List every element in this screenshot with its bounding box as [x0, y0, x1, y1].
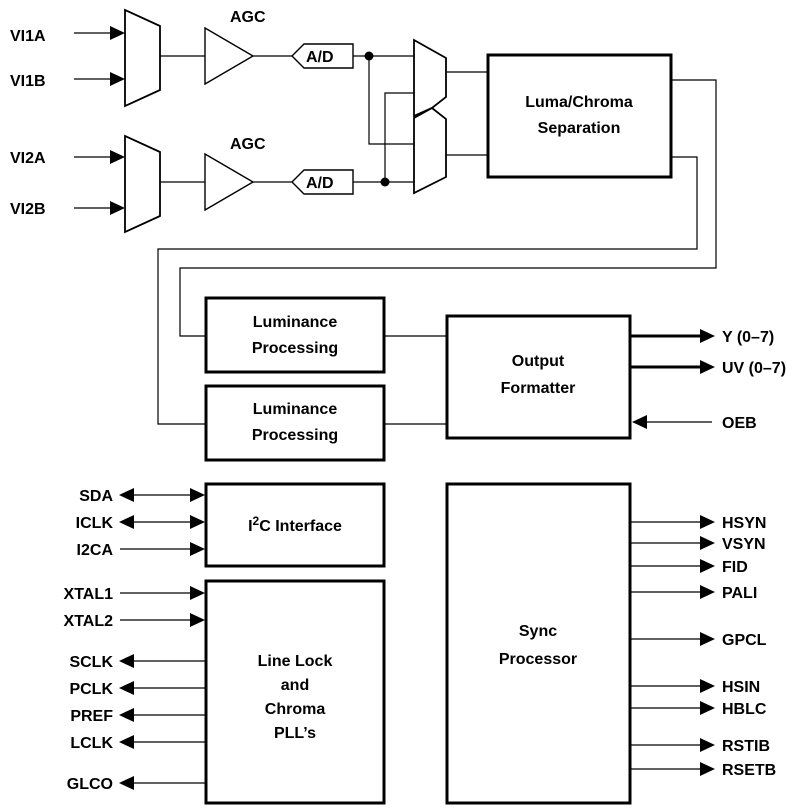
luminance-2-label-line1: Luminance: [253, 401, 338, 418]
signal-label-fid: FID: [722, 559, 748, 576]
luminance-processing-block-2: [204, 384, 386, 462]
luma-chroma-label-line2: Separation: [538, 120, 621, 137]
signal-label-hsyn: HSYN: [722, 515, 766, 532]
output-formatter-label-line1: Output: [512, 353, 565, 370]
ad-label-2: A/D: [306, 175, 334, 192]
agc-amplifier-2: [204, 152, 255, 212]
output-arrow-gpcl: [630, 632, 715, 646]
output-label-oeb: OEB: [722, 415, 757, 432]
signal-label-iclk: ICLK: [76, 515, 114, 532]
sync-processor-label-line1: Sync: [519, 623, 557, 640]
agc-label-2: AGC: [230, 136, 266, 153]
ad-label-1: A/D: [306, 49, 334, 66]
output-arrow-sclk: [119, 654, 206, 668]
sync-processor-block: [445, 482, 632, 805]
signal-label-pali: PALI: [722, 585, 757, 602]
signal-label-lclk: LCLK: [70, 735, 113, 752]
signal-label-pclk: PCLK: [69, 681, 113, 698]
signal-label-xtal1: XTAL1: [64, 586, 114, 603]
selector-mux-1: [413, 38, 447, 118]
signal-label-hsin: HSIN: [722, 679, 760, 696]
signal-label-hblc: HBLC: [722, 701, 767, 718]
agc-amplifier-1: [204, 26, 255, 86]
input-arrow-i2ca: [120, 542, 205, 556]
input-arrow-xtal2: [120, 613, 205, 627]
output-bus-y: [630, 329, 715, 343]
luma-route-line: [179, 79, 717, 337]
input-mux-2: [124, 134, 161, 234]
output-arrow-vsyn: [630, 536, 715, 550]
output-arrow-rstib: [630, 738, 715, 752]
output-arrow-pref: [119, 708, 206, 722]
output-arrow-pali: [630, 585, 715, 599]
line-lock-label-line3: Chroma: [265, 701, 326, 718]
output-arrow-hsin: [630, 679, 715, 693]
luminance-1-label-line2: Processing: [252, 340, 338, 357]
input-arrow-oeb: [632, 415, 712, 429]
sync-processor-label-line2: Processor: [499, 651, 577, 668]
signal-label-gpcl: GPCL: [722, 632, 767, 649]
output-formatter-block: [445, 314, 632, 440]
output-arrow-pclk: [119, 681, 206, 695]
luminance-processing-block-1: [204, 296, 386, 374]
input-arrow-xtal1: [120, 586, 205, 600]
output-arrow-glco: [119, 776, 206, 790]
luma-chroma-label-line1: Luma/Chroma: [525, 94, 633, 111]
output-label-y: Y (0–7): [722, 329, 774, 346]
selector-mux-2: [413, 106, 447, 195]
signal-label-xtal2: XTAL2: [64, 613, 114, 630]
signal-label-glco: GLCO: [67, 776, 113, 793]
input-arrow-vi1b: [74, 72, 125, 86]
line-lock-label-line2: and: [281, 677, 309, 694]
output-arrow-fid: [630, 559, 715, 573]
signal-label-sda: SDA: [79, 488, 113, 505]
luminance-2-label-line2: Processing: [252, 427, 338, 444]
signal-label-pref: PREF: [70, 708, 113, 725]
input-arrow-vi2b: [74, 201, 125, 215]
output-label-uv: UV (0–7): [722, 360, 786, 377]
bidir-arrow-sda: [119, 488, 205, 502]
input-label-vi1b: VI1B: [10, 73, 46, 90]
signal-label-rstib: RSTIB: [722, 738, 770, 755]
input-arrow-vi1a: [74, 26, 125, 40]
luminance-1-label-line1: Luminance: [253, 314, 338, 331]
output-formatter-label-line2: Formatter: [501, 380, 576, 397]
output-arrow-hsyn: [630, 515, 715, 529]
i2c-interface-block: [204, 482, 386, 568]
line-lock-label-line4: PLL’s: [274, 725, 316, 742]
input-label-vi1a: VI1A: [10, 28, 46, 45]
output-bus-uv: [630, 360, 715, 374]
output-arrow-hblc: [630, 701, 715, 715]
agc-label-1: AGC: [230, 9, 266, 26]
input-label-vi2a: VI2A: [10, 150, 46, 167]
signal-label-vsyn: VSYN: [722, 536, 766, 553]
output-arrow-lclk: [119, 735, 206, 749]
line-lock-pll-block: [204, 579, 386, 805]
line-lock-label-line1: Line Lock: [258, 653, 333, 670]
input-mux-1: [124, 8, 161, 108]
signal-label-i2ca: I2CA: [77, 542, 114, 559]
signal-label-sclk: SCLK: [69, 654, 113, 671]
input-arrow-vi2a: [74, 150, 125, 164]
input-label-vi2b: VI2B: [10, 201, 46, 218]
bidir-arrow-iclk: [119, 515, 205, 529]
chroma-route-line: [157, 156, 698, 425]
output-arrow-rsetb: [630, 762, 715, 776]
i2c-interface-label: I2C Interface: [248, 514, 342, 535]
input-section: VI1A VI1B VI2A VI2B AGC AGC: [10, 8, 488, 234]
signal-label-rsetb: RSETB: [722, 762, 776, 779]
luma-chroma-separation-block: [486, 53, 673, 179]
